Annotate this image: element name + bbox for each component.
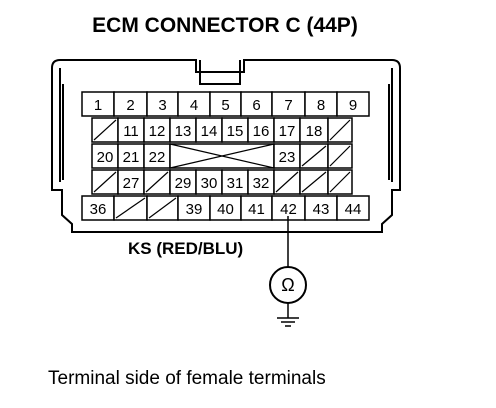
terminal-20: 20 [91, 143, 119, 169]
terminal-36: 36 [81, 195, 115, 221]
ks-wire-label: KS (RED/BLU) [128, 239, 243, 258]
terminal-43: 43 [304, 195, 338, 221]
terminal-11: 11 [117, 117, 145, 143]
unused-terminal [146, 195, 179, 221]
terminal-9: 9 [336, 91, 370, 117]
terminal-18: 18 [299, 117, 329, 143]
terminal-13: 13 [169, 117, 197, 143]
terminal-5: 5 [209, 91, 242, 117]
terminal-label: 41 [248, 201, 265, 218]
terminal-label: 42 [280, 201, 297, 218]
ground-icon [277, 303, 299, 327]
terminal-label: 2 [126, 97, 134, 114]
unused-terminal [327, 143, 353, 169]
terminal-17: 17 [273, 117, 301, 143]
terminal-8: 8 [304, 91, 338, 117]
terminal-22: 22 [143, 143, 171, 169]
terminal-23: 23 [273, 143, 301, 169]
terminal-label: 36 [90, 201, 107, 218]
terminal-label: 4 [190, 97, 198, 114]
unused-terminal [327, 169, 353, 195]
terminal-4: 4 [177, 91, 211, 117]
terminal-12: 12 [143, 117, 171, 143]
terminal-label: 15 [227, 123, 244, 140]
terminal-label: 23 [279, 149, 296, 166]
unused-terminal [299, 169, 329, 195]
terminal-label: 17 [279, 123, 296, 140]
terminal-label: 14 [201, 123, 218, 140]
terminal-2: 2 [113, 91, 148, 117]
terminal-label: 16 [253, 123, 270, 140]
unused-terminal [91, 169, 119, 195]
terminal-label: 39 [186, 201, 203, 218]
terminal-label: 12 [149, 123, 166, 140]
terminal-label: 29 [175, 175, 192, 192]
terminal-label: 20 [97, 149, 114, 166]
terminal-label: 5 [221, 97, 229, 114]
terminal-label: 18 [306, 123, 323, 140]
terminal-label: 27 [123, 175, 140, 192]
diagram-title: ECM CONNECTOR C (44P) [92, 14, 358, 37]
unused-terminal [299, 143, 329, 169]
terminal-label: 3 [158, 97, 166, 114]
unused-terminal [91, 117, 119, 143]
diagram-caption: Terminal side of female terminals [48, 368, 326, 389]
terminal-21: 21 [117, 143, 145, 169]
terminal-label: 44 [345, 201, 362, 218]
terminal-44: 44 [336, 195, 370, 221]
terminal-14: 14 [195, 117, 223, 143]
terminal-41: 41 [240, 195, 273, 221]
terminal-6: 6 [240, 91, 273, 117]
terminal-40: 40 [209, 195, 242, 221]
terminal-label: 30 [201, 175, 218, 192]
unused-terminal [327, 117, 353, 143]
terminal-label: 31 [227, 175, 244, 192]
terminal-label: 9 [349, 97, 357, 114]
connector-housing [51, 59, 401, 233]
terminal-label: 1 [94, 97, 102, 114]
terminal-16: 16 [247, 117, 275, 143]
terminal-label: 22 [149, 149, 166, 166]
terminal-1: 1 [81, 91, 115, 117]
terminal-29: 29 [169, 169, 197, 195]
terminal-39: 39 [177, 195, 211, 221]
terminal-30: 30 [195, 169, 223, 195]
unused-terminal [273, 169, 301, 195]
terminal-label: 8 [317, 97, 325, 114]
unused-terminal [113, 195, 148, 221]
terminal-7: 7 [271, 91, 306, 117]
unused-terminal-block [169, 143, 275, 169]
terminal-3: 3 [146, 91, 179, 117]
unused-terminal [143, 169, 171, 195]
terminal-label: 32 [253, 175, 270, 192]
terminal-27: 27 [117, 169, 145, 195]
ohmmeter-symbol: Ω [281, 275, 294, 295]
terminal-31: 31 [221, 169, 249, 195]
terminal-32: 32 [247, 169, 275, 195]
terminal-label: 21 [123, 149, 140, 166]
terminal-label: 13 [175, 123, 192, 140]
terminal-label: 6 [252, 97, 260, 114]
terminal-label: 7 [284, 97, 292, 114]
terminal-15: 15 [221, 117, 249, 143]
terminal-label: 40 [217, 201, 234, 218]
terminal-label: 43 [313, 201, 330, 218]
terminal-label: 11 [123, 123, 139, 140]
